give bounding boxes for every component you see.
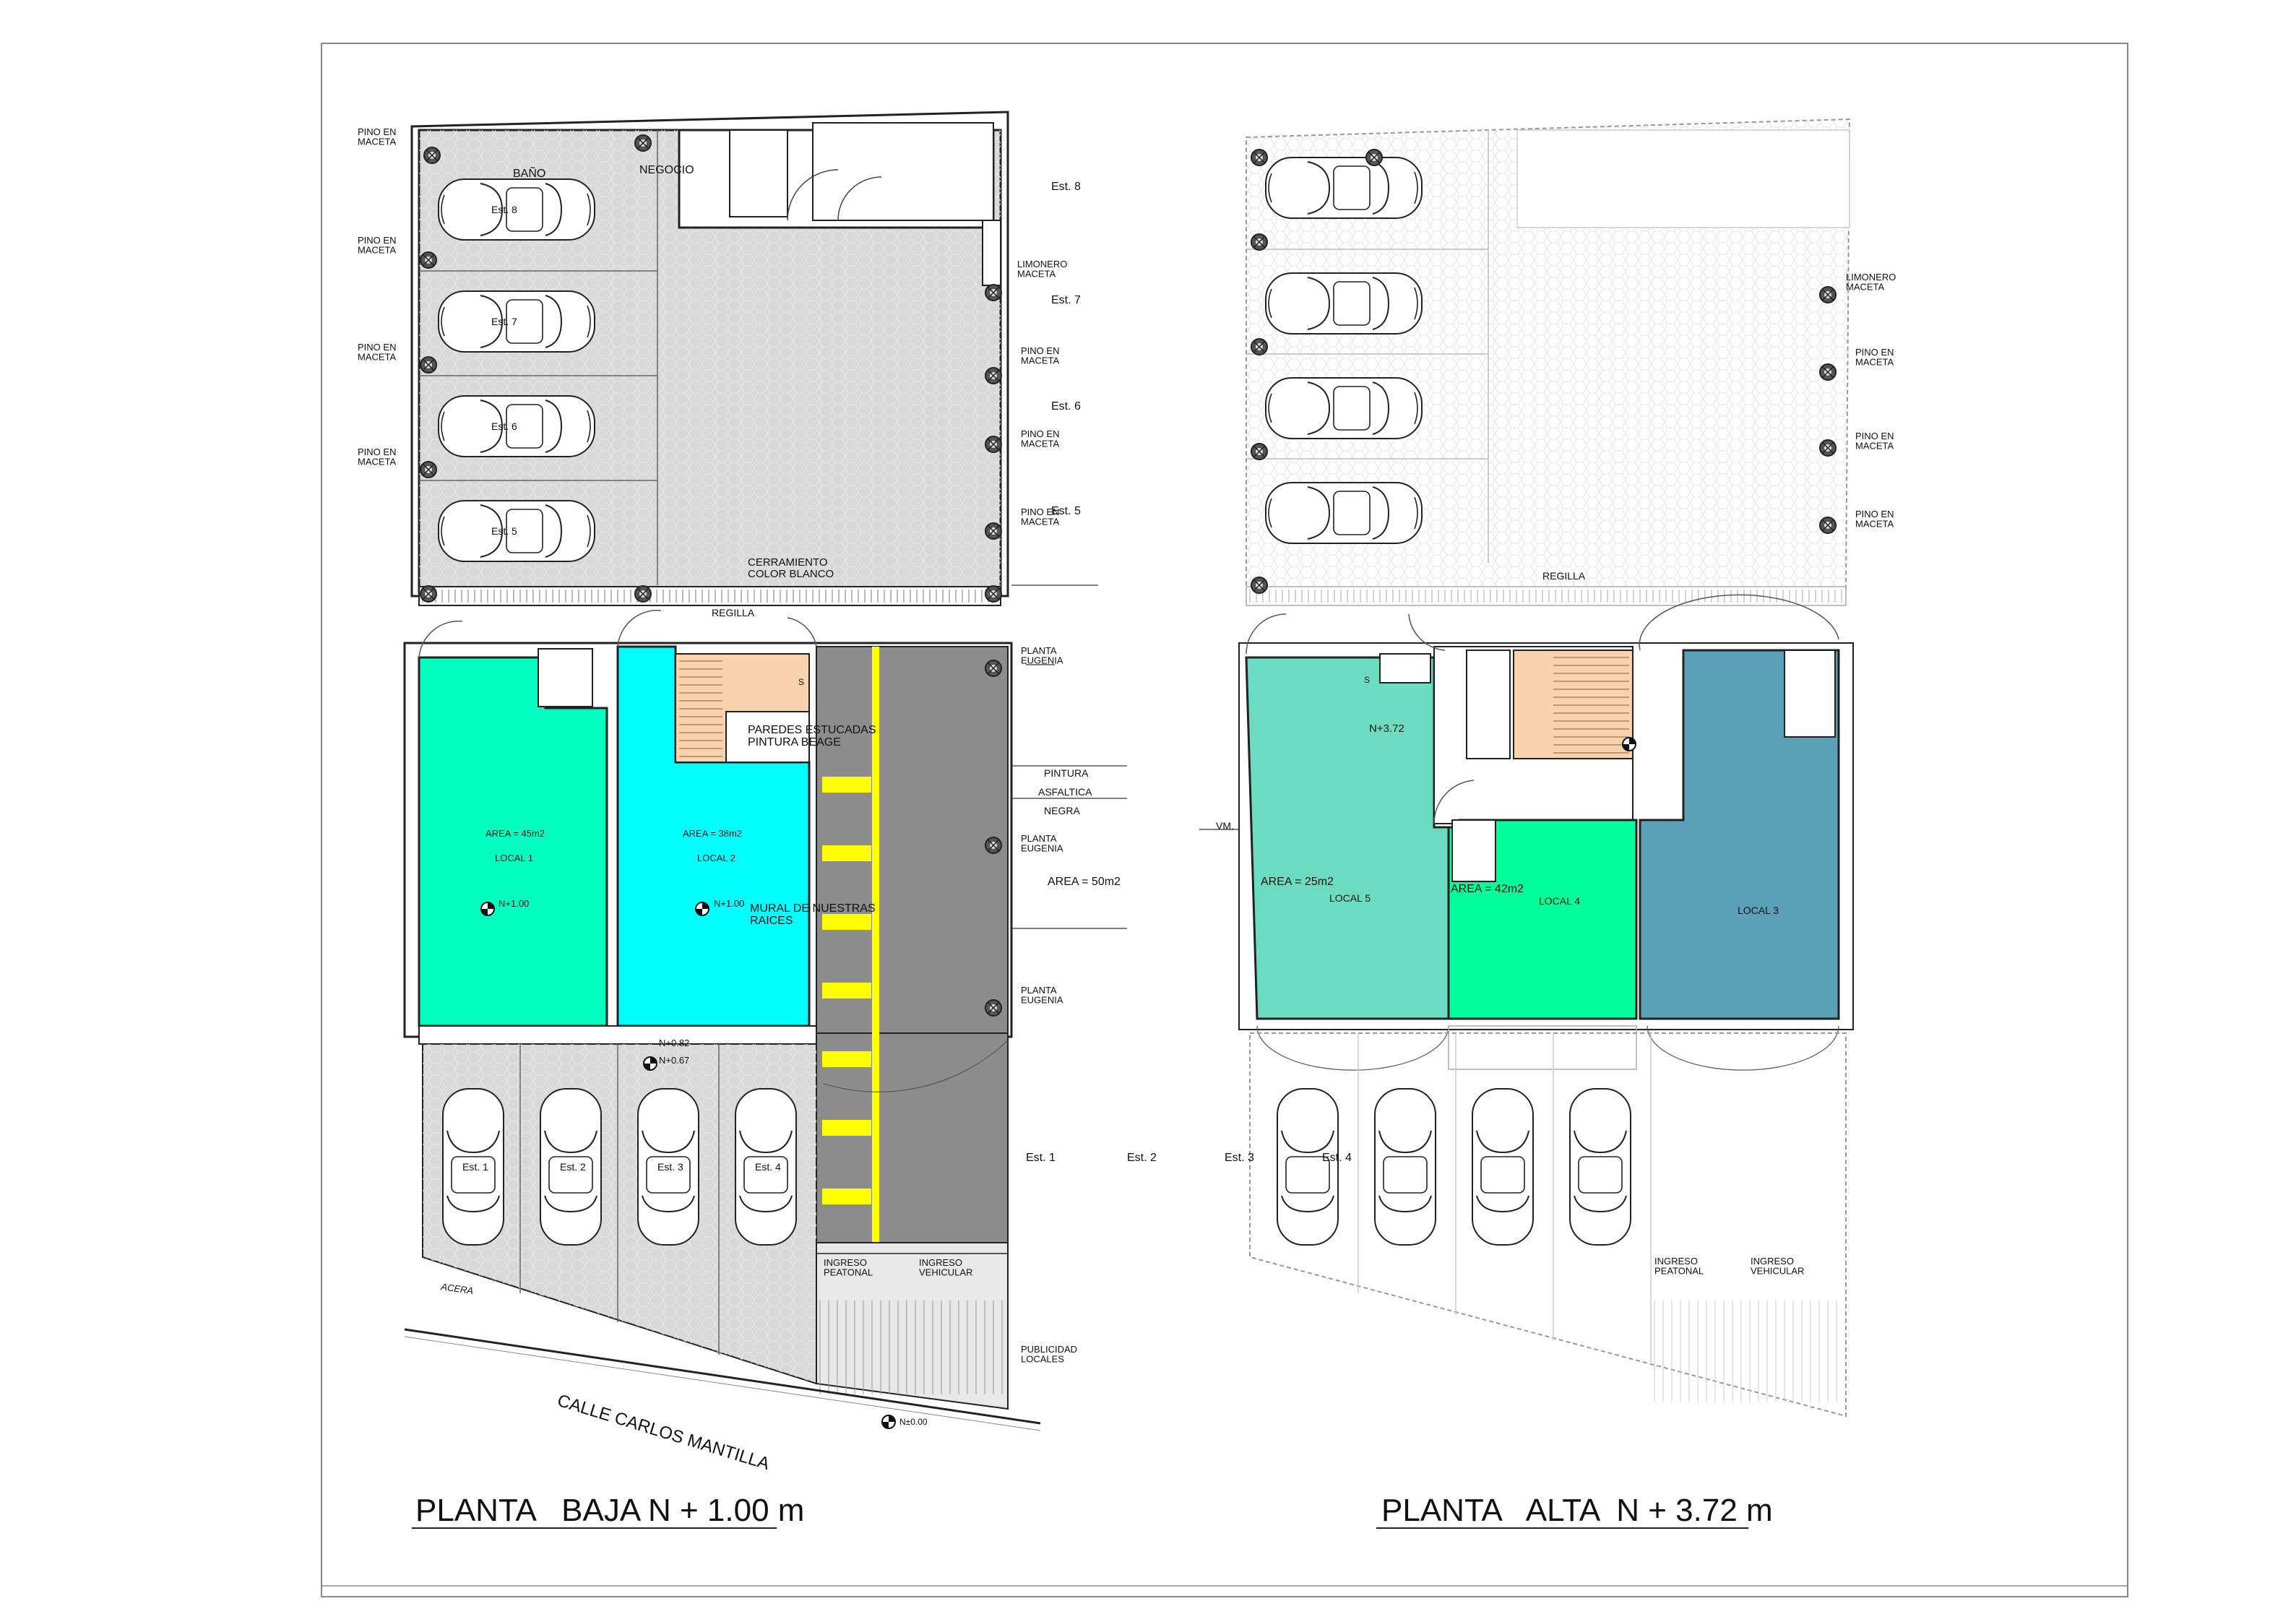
parking-label: Est. 5 [491,525,517,537]
local-2-name: LOCAL 2 [697,853,735,863]
regilla-label: REGILLA [1542,570,1586,582]
acera-label: ACERA [440,1281,474,1296]
room-label-negocio: NEGOCIO [639,164,694,176]
ground-floor-plan [403,111,1127,1529]
local-2-area-label: AREA = 38m2 [683,828,742,839]
local-1-level: N+1.00 [499,898,529,909]
driveway-asphalt [816,646,1009,1038]
parking-stripe [822,845,871,861]
upper-floor-title: PLANTA ALTA N + 3.72 m [1381,1493,1773,1528]
pintura-label: ASFALTICA [1038,786,1092,798]
parking-label: Est. 6 [491,420,517,432]
room-label-bano: BAÑO [513,165,545,180]
local-1-area [418,656,608,1027]
front-label: Est. 3 [1225,1152,1254,1164]
parking-side-label: Est. 5 [1051,505,1081,517]
parking-label: Est. 7 [491,316,517,327]
parking-stripe [822,1120,871,1136]
front-label: Est. 4 [1322,1152,1352,1164]
vm-label: VM. [1216,820,1234,832]
local-5-area-label: AREA = 25m2 [1261,876,1334,888]
upper-level: N+3.72 [1369,722,1404,735]
parking-stripe [822,914,871,930]
level-082: N+0.82 [659,1038,689,1048]
parking-stripe [822,983,871,998]
street-name: CALLE CARLOS MANTILLA [555,1391,772,1474]
local-3-name: LOCAL 3 [1738,905,1779,916]
local-3-area [1639,649,1840,1020]
pintura-label: NEGRA [1044,805,1080,816]
parking-stripe [822,777,871,793]
stair-direction: S [1364,675,1370,685]
parking-side-label: Est. 8 [1051,181,1081,193]
parking-label: Est. 2 [560,1161,586,1173]
level-067: N+0.67 [659,1055,689,1066]
area-side-label: AREA = 50m2 [1048,876,1121,888]
local-5-area [1245,656,1450,1020]
pintura-label: PINTURA [1044,767,1089,779]
stair-direction: S [798,677,804,687]
local-1-name: LOCAL 1 [495,853,533,863]
parking-side-label: Est. 6 [1051,400,1081,413]
local-2-level: N+1.00 [714,898,744,909]
regilla-label: REGILLA [712,607,755,618]
parking-side-label: Est. 7 [1051,294,1081,306]
parking-label: Est. 8 [491,204,517,215]
upper-floor-plan [1199,118,1854,1529]
local-4-area-label: AREA = 42m2 [1451,883,1524,895]
parking-stripe [822,1189,871,1204]
level-000: N±0.00 [899,1417,928,1427]
parking-stripe [822,1051,871,1067]
local-5-name: LOCAL 5 [1329,892,1371,904]
local-4-name: LOCAL 4 [1539,895,1580,907]
parking-label: Est. 4 [755,1161,781,1173]
ground-floor-title: PLANTA BAJA N + 1.00 m [415,1493,804,1528]
front-label: Est. 1 [1026,1152,1056,1164]
parking-label: Est. 3 [657,1161,683,1173]
front-label: Est. 2 [1127,1152,1157,1164]
upper-stairs-area [1513,650,1633,759]
parking-label: Est. 1 [462,1161,488,1173]
local-1-area-label: AREA = 45m2 [485,828,545,839]
